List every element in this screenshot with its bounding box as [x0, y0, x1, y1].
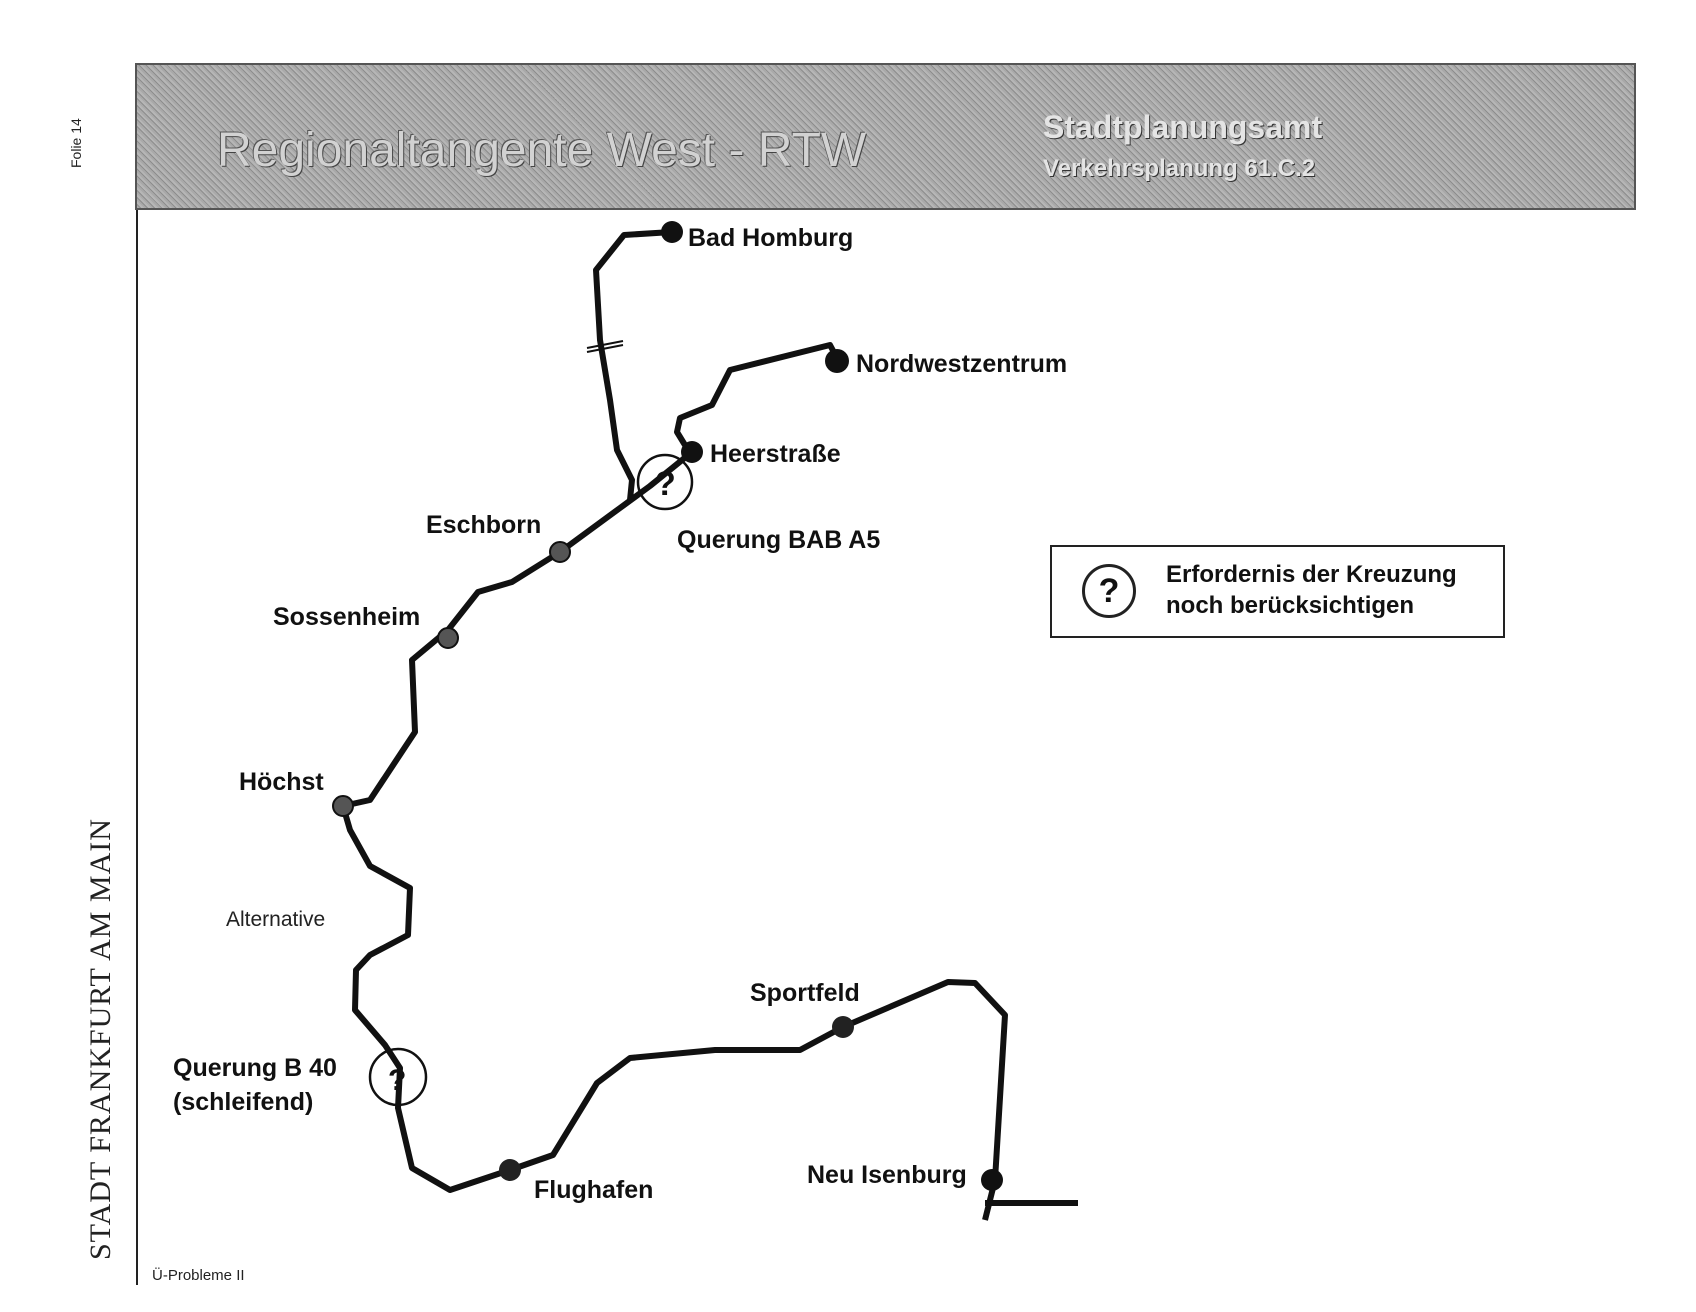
crossing-a5-question: ? [655, 465, 676, 503]
route-main-line [340, 449, 1008, 1193]
slide-header: Regionaltangente West - RTW Stadtplanung… [135, 63, 1636, 210]
crossing-b40-label-line1: Querung B 40 [173, 1054, 337, 1082]
station-dot-flughafen [499, 1159, 521, 1181]
crossing-b40-question: ? [388, 1064, 406, 1097]
left-frame-line [136, 210, 138, 1285]
legend: ? Erfordernis der Kreuzung noch berücksi… [1050, 545, 1505, 638]
route-bad-homburg-branch [593, 229, 673, 501]
slide-title: Regionaltangente West - RTW [217, 124, 867, 177]
station-dot-heerstrasse [681, 441, 703, 463]
legend-line-2: noch berücksichtigen [1166, 592, 1415, 619]
station-label-sossenheim: Sossenheim [273, 603, 420, 631]
alternative-label: Alternative [226, 908, 325, 931]
station-dot-sossenheim [437, 627, 459, 649]
department-name: Verkehrsplanung 61.C.2 [1043, 155, 1316, 182]
station-label-neu-isenburg: Neu Isenburg [807, 1161, 967, 1189]
break-mark [586, 340, 624, 349]
crossing-b40-circle [368, 1047, 428, 1107]
station-dot-hoechst [332, 795, 354, 817]
station-dot-nordwestzentrum [825, 349, 849, 373]
crossing-a5-circle [636, 453, 694, 511]
station-label-nordwestzentrum: Nordwestzentrum [856, 350, 1067, 378]
station-dot-eschborn [549, 541, 571, 563]
station-label-eschborn: Eschborn [426, 511, 541, 539]
station-label-bad-homburg: Bad Homburg [688, 224, 853, 252]
crossing-b40-label-line2: (schleifend) [173, 1088, 313, 1116]
break-mark [586, 344, 624, 353]
slide-footer: Ü-Probleme II [152, 1267, 245, 1284]
station-label-hoechst: Höchst [239, 768, 324, 796]
station-dot-bad-homburg [661, 221, 683, 243]
legend-question-icon: ? [1082, 564, 1136, 618]
station-dot-neu-isenburg [981, 1169, 1003, 1191]
legend-line-1: Erfordernis der Kreuzung [1166, 561, 1457, 588]
route-nordwestzentrum-branch [674, 342, 840, 452]
station-label-sportfeld: Sportfeld [750, 979, 860, 1007]
station-label-flughafen: Flughafen [534, 1176, 653, 1204]
office-name: Stadtplanungsamt [1043, 109, 1323, 145]
legend-text: Erfordernis der Kreuzung noch berücksich… [1166, 559, 1496, 621]
station-label-heerstrasse: Heerstraße [710, 440, 841, 468]
station-dot-sportfeld [832, 1016, 854, 1038]
crossing-a5-label: Querung BAB A5 [677, 526, 880, 554]
